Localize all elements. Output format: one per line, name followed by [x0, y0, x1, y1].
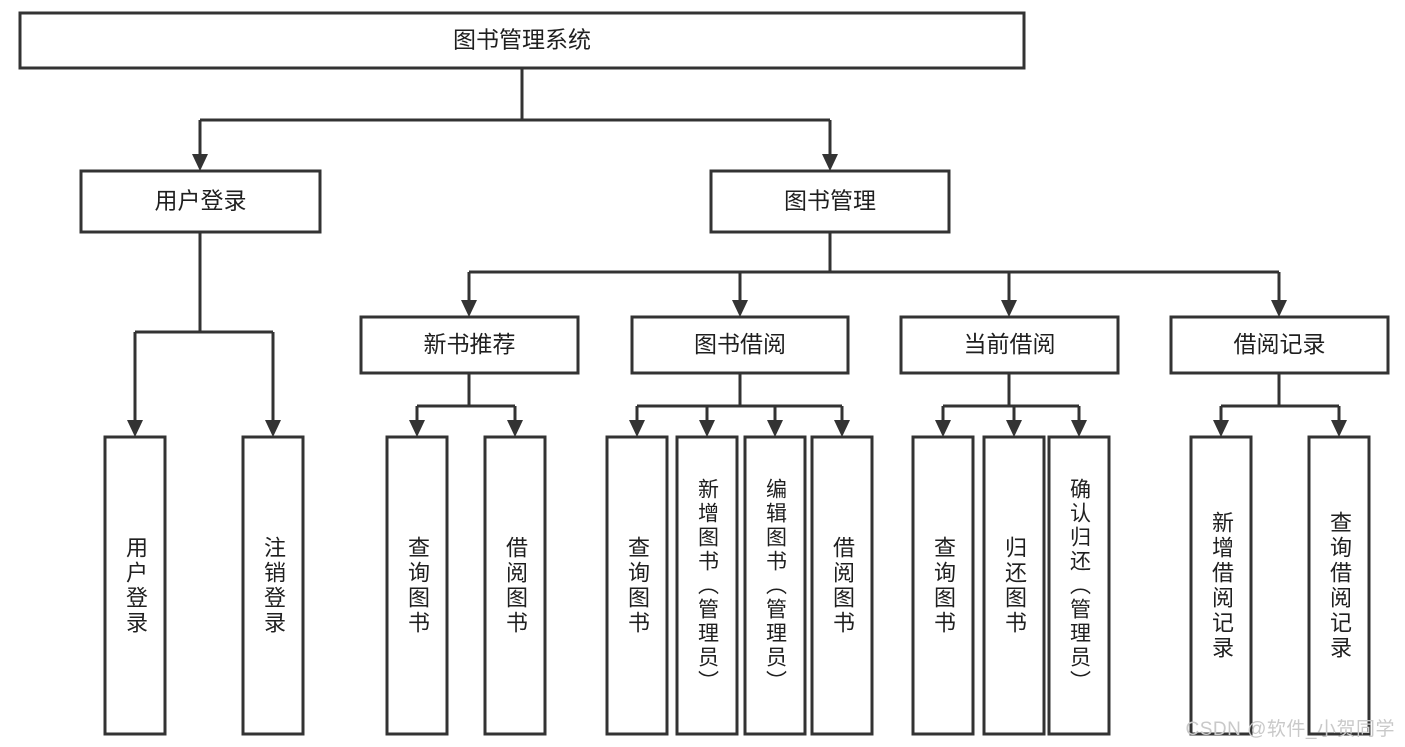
node-box-leaf-query-book-3[interactable]	[911, 435, 975, 736]
node-box-leaf-add-borrow-record[interactable]	[1189, 435, 1253, 736]
connector-arrowhead	[409, 420, 425, 437]
csdn-watermark: CSDN @软件_小贺同学	[1185, 719, 1395, 740]
connector-arrowhead	[507, 420, 523, 437]
connector-arrowhead	[699, 420, 715, 437]
node-box-leaf-confirm-return[interactable]	[1047, 435, 1111, 736]
node-box-current-borrow[interactable]	[899, 315, 1120, 375]
node-box-borrow-record[interactable]	[1169, 315, 1390, 375]
node-label-borrow-record: 借阅记录	[1234, 331, 1326, 357]
node-box-new-book-recommend[interactable]	[359, 315, 580, 375]
node-box-root[interactable]	[18, 11, 1026, 70]
node-box-leaf-edit-book[interactable]	[743, 435, 807, 736]
node-box-book-borrow[interactable]	[630, 315, 850, 375]
node-box-book-manage[interactable]	[709, 169, 951, 234]
node-box-leaf-borrow-book-1[interactable]	[483, 435, 547, 736]
connector-arrowhead	[1001, 300, 1017, 317]
connector-arrowhead	[1271, 300, 1287, 317]
node-box-leaf-user-logout[interactable]	[241, 435, 305, 736]
connector-arrowhead	[822, 154, 838, 171]
node-box-leaf-user-login[interactable]	[103, 435, 167, 736]
node-label-current-borrow: 当前借阅	[964, 331, 1056, 357]
connector-arrowhead	[265, 420, 281, 437]
connector-layer	[127, 68, 1347, 437]
connector-arrowhead	[834, 420, 850, 437]
connector-arrowhead	[192, 154, 208, 171]
node-box-user-login[interactable]	[79, 169, 322, 234]
node-label-book-manage: 图书管理	[784, 188, 876, 214]
connector-arrowhead	[1006, 420, 1022, 437]
connector-arrowhead	[127, 420, 143, 437]
node-label-book-borrow: 图书借阅	[694, 331, 786, 357]
node-box-leaf-add-book[interactable]	[675, 435, 739, 736]
connector-arrowhead	[732, 300, 748, 317]
node-label-user-login: 用户登录	[155, 188, 247, 214]
connector-arrowhead	[935, 420, 951, 437]
connector-arrowhead	[1331, 420, 1347, 437]
node-box-leaf-borrow-book-2[interactable]	[810, 435, 874, 736]
connector-arrowhead	[629, 420, 645, 437]
connector-arrowhead	[1213, 420, 1229, 437]
node-label-root: 图书管理系统	[453, 27, 591, 53]
node-box-leaf-query-borrow-record[interactable]	[1307, 435, 1371, 736]
connector-arrowhead	[461, 300, 477, 317]
node-label-new-book-recommend: 新书推荐	[424, 331, 516, 357]
connector-arrowhead	[767, 420, 783, 437]
node-box-leaf-query-book-2[interactable]	[605, 435, 669, 736]
node-box-leaf-query-book-1[interactable]	[385, 435, 449, 736]
connector-arrowhead	[1071, 420, 1087, 437]
node-box-leaf-return-book[interactable]	[982, 435, 1046, 736]
